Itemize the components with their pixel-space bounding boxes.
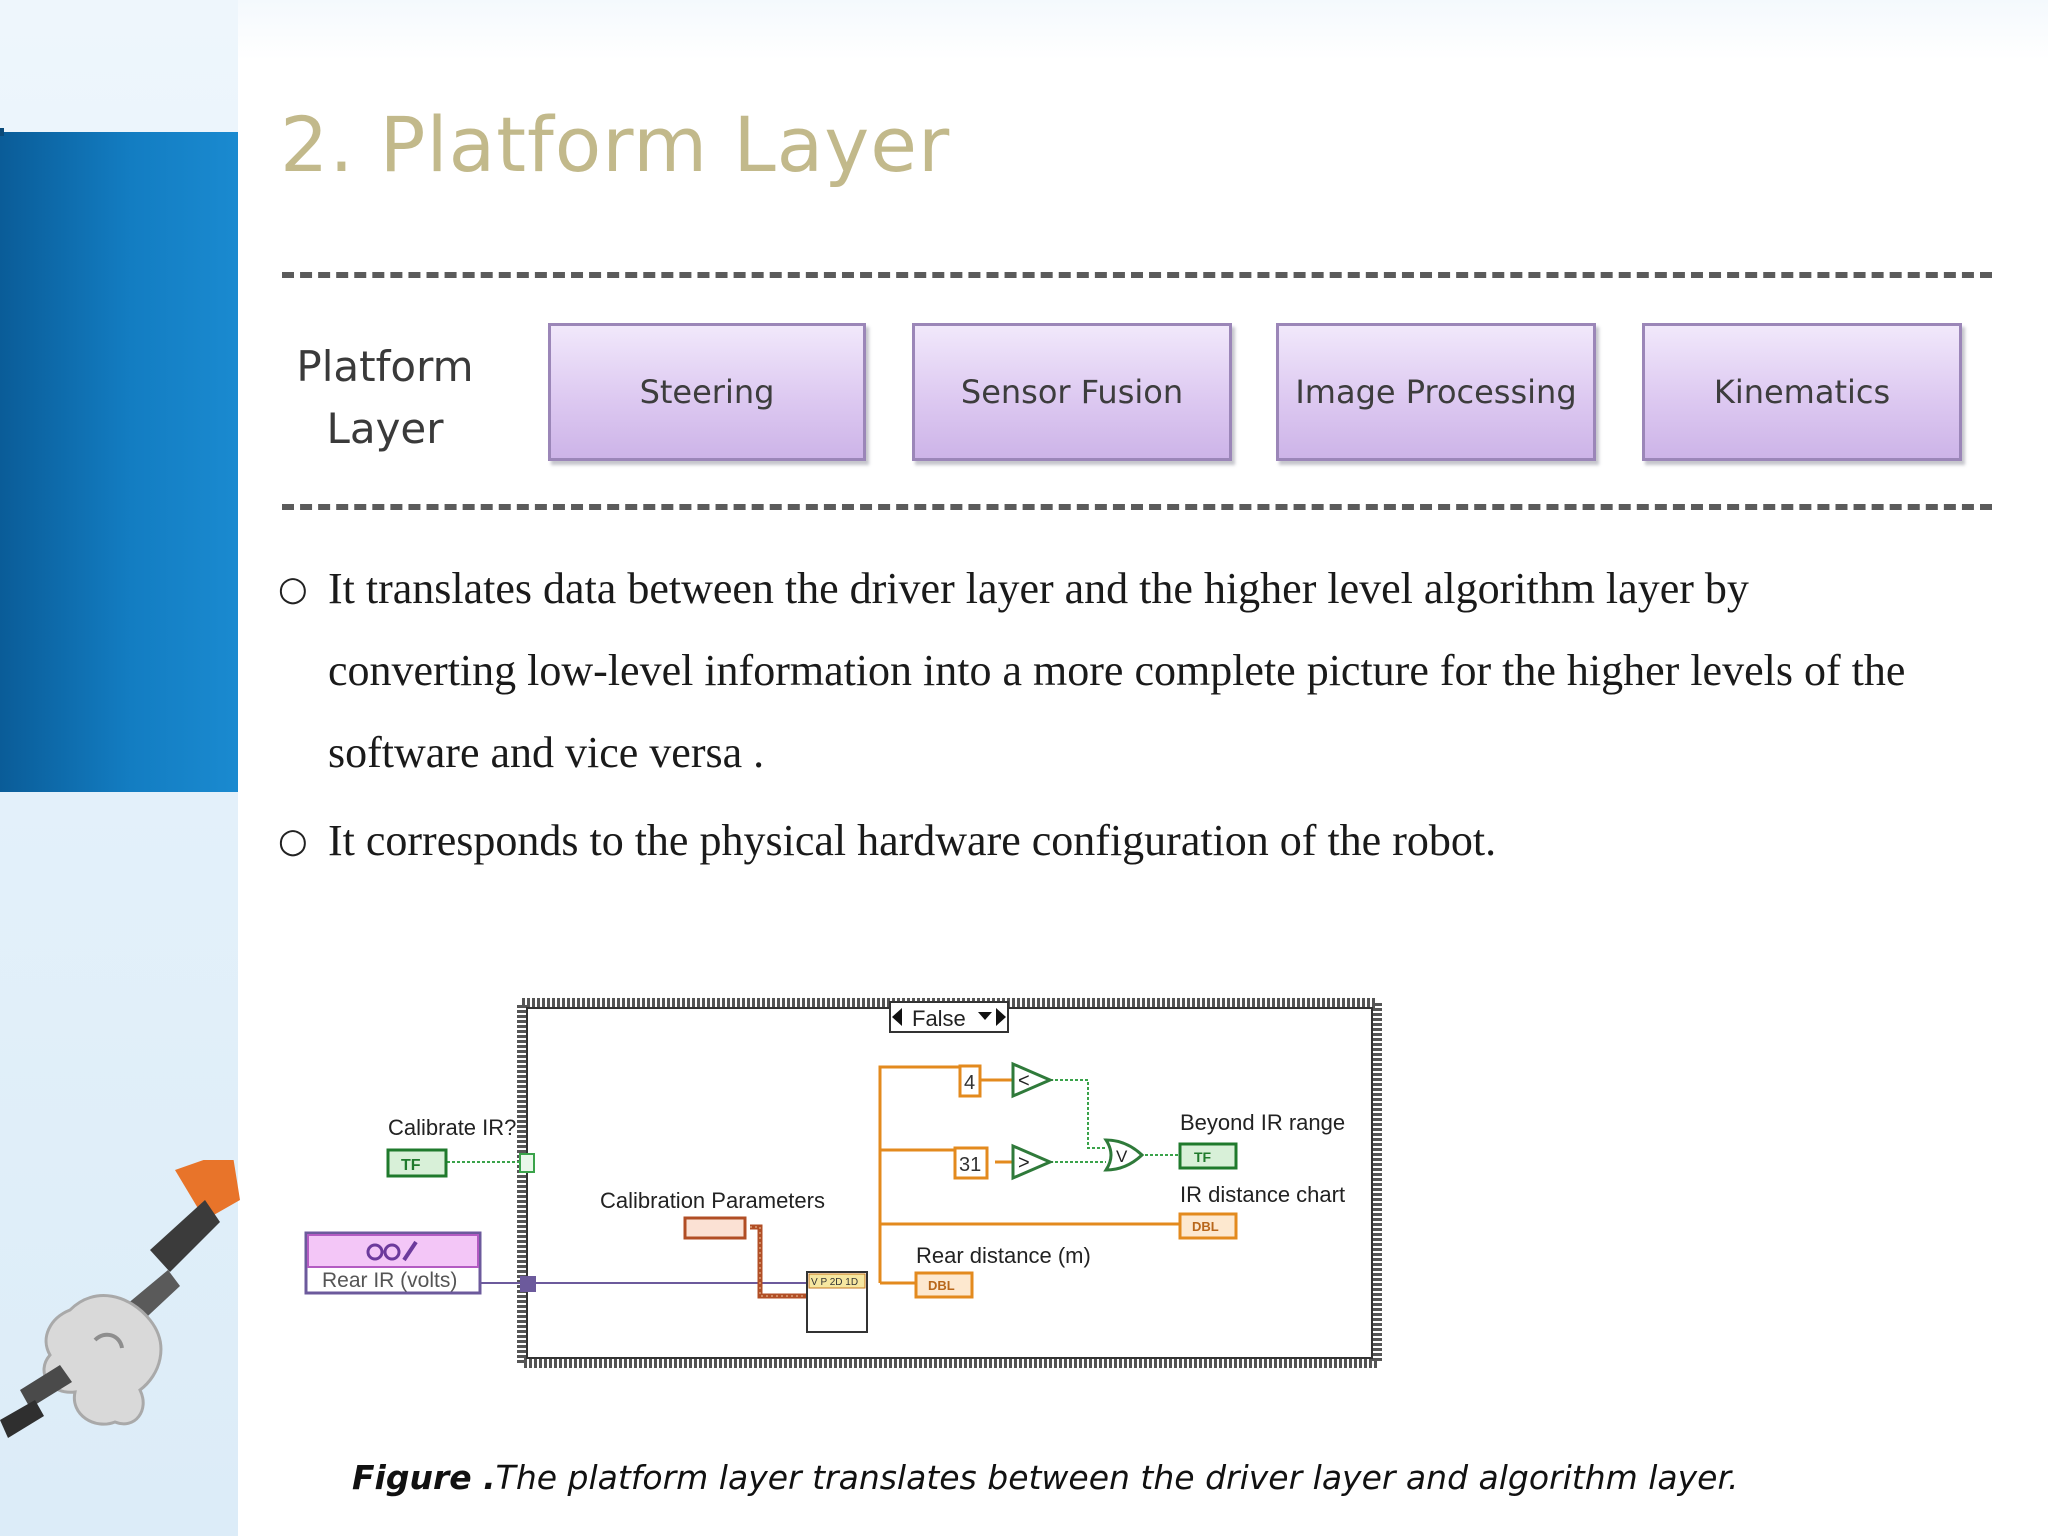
rear-distance-double-indicator: DBL: [914, 1271, 974, 1299]
case-selector: False: [889, 1001, 1009, 1033]
case-tunnel: [519, 1153, 535, 1173]
constant-4: 4: [958, 1064, 982, 1098]
beyond-ir-range-label: Beyond IR range: [1180, 1110, 1345, 1135]
rear-ir-label: Rear IR (volts): [322, 1269, 457, 1292]
calibrate-boolean-terminal: TF: [386, 1148, 448, 1178]
svg-text:V P 2D 1D: V P 2D 1D: [811, 1277, 858, 1288]
calibration-parameters-label: Calibration Parameters: [600, 1188, 825, 1213]
figure-caption: Figure .The platform layer translates be…: [352, 1458, 1739, 1497]
labview-block-diagram: False Calibrate IR? TF Rear IR (volts): [304, 998, 1382, 1368]
rear-ir-cluster: Rear IR (volts): [304, 1231, 482, 1295]
constant-31: 31: [953, 1146, 989, 1180]
dashed-divider-bottom: [282, 504, 1992, 510]
bullet-text: It corresponds to the physical hardware …: [328, 816, 1497, 865]
svg-text:<: <: [1018, 1070, 1030, 1092]
interpolation-node: V P 2D 1D: [806, 1271, 868, 1333]
or-operator: V: [1103, 1138, 1145, 1172]
caption-text: The platform layer translates between th…: [495, 1458, 1739, 1497]
chart-double-indicator: DBL: [1178, 1212, 1238, 1240]
calibrate-ir-label: Calibrate IR?: [388, 1115, 516, 1140]
top-fade: [238, 0, 2048, 60]
slide-title: 2. Platform Layer: [280, 100, 951, 189]
calibration-cluster-terminal: [683, 1216, 747, 1240]
kinematics-module-box: Kinematics: [1642, 323, 1962, 461]
svg-text:>: >: [1018, 1152, 1030, 1174]
beyond-boolean-indicator: TF: [1178, 1142, 1238, 1170]
blue-accent-block: [0, 132, 238, 792]
bullet-item: ○ It corresponds to the physical hardwar…: [278, 800, 1918, 882]
case-tunnel: [520, 1276, 536, 1292]
bullet-item: ○ It translates data between the driver …: [278, 548, 1918, 794]
rear-distance-label: Rear distance (m): [916, 1243, 1091, 1268]
blue-accent-tab: [0, 128, 4, 136]
circle-bullet-icon: ○: [278, 821, 308, 861]
image-processing-module-box: Image Processing: [1276, 323, 1596, 461]
svg-text:31: 31: [959, 1154, 981, 1176]
circle-bullet-icon: ○: [278, 569, 308, 609]
svg-text:V: V: [1116, 1147, 1128, 1166]
dashed-divider-top: [282, 272, 1992, 278]
bullet-list: ○ It translates data between the driver …: [278, 548, 1918, 882]
platform-layer-label: Platform Layer: [296, 342, 474, 453]
svg-text:DBL: DBL: [928, 1278, 955, 1293]
ir-distance-chart-label: IR distance chart: [1180, 1182, 1345, 1207]
svg-text:DBL: DBL: [1192, 1219, 1219, 1234]
robot-arm-puzzle-icon: [0, 1160, 240, 1438]
sensor-fusion-module-box: Sensor Fusion: [912, 323, 1232, 461]
caption-prefix: Figure .: [352, 1458, 496, 1497]
svg-text:TF: TF: [401, 1157, 421, 1174]
svg-text:TF: TF: [1194, 1149, 1212, 1165]
bullet-text: It translates data between the driver la…: [328, 564, 1906, 777]
less-than-operator: <: [1011, 1061, 1054, 1099]
steering-module-box: Steering: [548, 323, 866, 461]
greater-than-operator: >: [1011, 1143, 1054, 1181]
case-selector-label: False: [912, 1006, 966, 1031]
svg-text:4: 4: [964, 1072, 975, 1094]
